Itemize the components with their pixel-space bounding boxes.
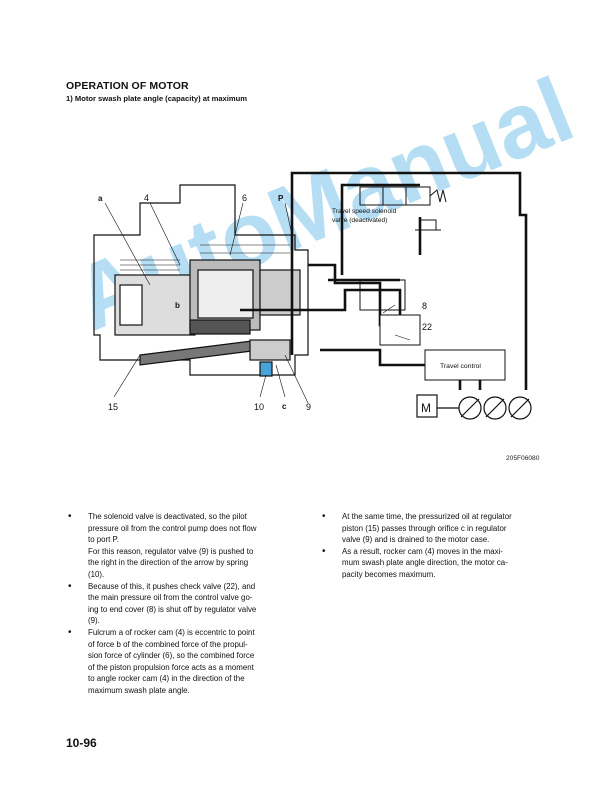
para-line: Fulcrum a of rocker cam (4) is eccentric… bbox=[88, 627, 255, 637]
section-subtitle: 1) Motor swash plate angle (capacity) at… bbox=[66, 94, 248, 103]
end-cover-8 bbox=[359, 279, 406, 311]
bullet-paragraph: • At the same time, the pressurized oil … bbox=[322, 511, 548, 546]
section-title: OPERATION OF MOTOR bbox=[66, 80, 189, 92]
bullet-paragraph: • The solenoid valve is deactivated, so … bbox=[68, 511, 296, 581]
callout-a: a bbox=[98, 194, 103, 203]
callout-4: 4 bbox=[144, 193, 149, 203]
check-valve-22 bbox=[379, 314, 421, 346]
bullet-icon: • bbox=[68, 626, 72, 638]
bullet-paragraph: • Fulcrum a of rocker cam (4) is eccentr… bbox=[68, 627, 296, 697]
figure-code: 205F06080 bbox=[506, 455, 540, 462]
callout-22: 22 bbox=[422, 322, 432, 332]
travel-control-label: Travel control bbox=[440, 363, 481, 370]
page-number: 10-96 bbox=[66, 736, 97, 750]
travel-control-box bbox=[424, 349, 506, 381]
callout-b: b bbox=[175, 301, 180, 310]
hydraulic-diagram: Travel control M a 4 6 P b 8 22 15 10 c … bbox=[93, 171, 532, 420]
para-line: to port P. bbox=[88, 535, 119, 545]
bullet-paragraph: • Because of this, it pushes check valve… bbox=[68, 581, 296, 627]
para-line: pacity becomes maximum. bbox=[342, 569, 436, 579]
solenoid-label-line2: valve (deactivated) bbox=[332, 217, 387, 224]
para-line: of the piston propulsion force acts as a… bbox=[88, 662, 254, 672]
para-line: For this reason, regulator valve (9) is … bbox=[88, 546, 254, 556]
callout-9: 9 bbox=[306, 402, 311, 412]
para-line: piston (15) passes through orifice c in … bbox=[342, 523, 507, 533]
callout-6: 6 bbox=[242, 193, 247, 203]
motor-pump-symbols bbox=[416, 394, 532, 420]
para-line: (9). bbox=[88, 616, 100, 626]
para-line: The solenoid valve is deactivated, so th… bbox=[88, 512, 247, 521]
motor-housing bbox=[93, 184, 309, 377]
bullet-icon: • bbox=[322, 545, 326, 557]
bullet-icon: • bbox=[68, 511, 72, 522]
bullet-paragraph: • As a result, rocker cam (4) moves in t… bbox=[322, 546, 548, 581]
para-line: pressure oil from the control pump does … bbox=[88, 523, 257, 533]
para-line: As a result, rocker cam (4) moves in the… bbox=[342, 546, 503, 556]
solenoid-label-line1: Travel speed solenoid bbox=[332, 208, 397, 215]
para-line: the main pressure oil from the control v… bbox=[88, 593, 253, 603]
para-line: At the same time, the pressurized oil at… bbox=[342, 512, 512, 521]
para-line: sion force of cylinder (6), so the combi… bbox=[88, 651, 255, 661]
para-line: ing to end cover (8) is shut off by regu… bbox=[88, 604, 257, 614]
para-line: Because of this, it pushes check valve (… bbox=[88, 581, 256, 591]
para-line: mum swash plate angle direction, the mot… bbox=[342, 558, 508, 568]
bullet-icon: • bbox=[322, 511, 326, 522]
callout-8: 8 bbox=[422, 301, 427, 311]
para-line: valve (9) and is drained to the motor ca… bbox=[342, 535, 490, 545]
para-line: to angle rocker cam (4) in the direction… bbox=[88, 674, 245, 684]
motor-letter: M bbox=[421, 401, 431, 415]
callout-15: 15 bbox=[108, 402, 118, 412]
callout-10: 10 bbox=[254, 402, 264, 412]
para-line: maximum swash plate angle. bbox=[88, 685, 190, 695]
para-line: of force b of the combined force of the … bbox=[88, 639, 248, 649]
callout-p: P bbox=[278, 194, 284, 203]
left-column: • The solenoid valve is deactivated, so … bbox=[68, 511, 296, 697]
callout-c: c bbox=[282, 402, 287, 411]
para-line: the right in the direction of the arrow … bbox=[88, 558, 249, 568]
solenoid-valve-symbol bbox=[359, 186, 447, 231]
bullet-icon: • bbox=[68, 580, 72, 592]
right-column: • At the same time, the pressurized oil … bbox=[322, 511, 548, 581]
para-line: (10). bbox=[88, 569, 105, 579]
